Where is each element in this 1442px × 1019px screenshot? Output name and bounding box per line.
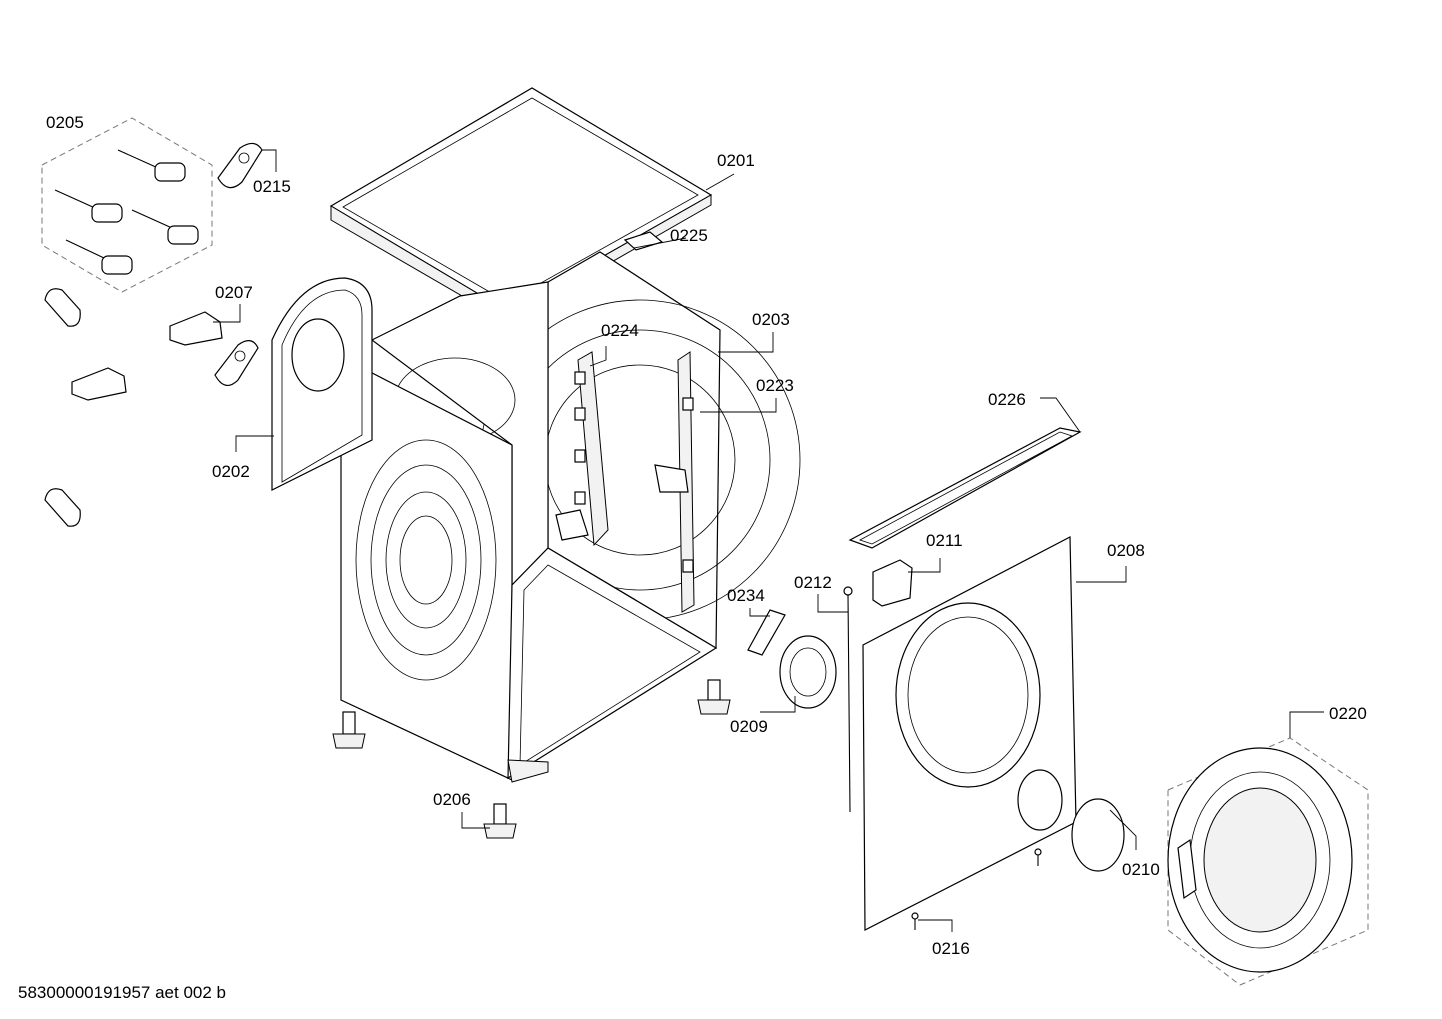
label-0209: 0209 <box>730 717 768 736</box>
part-0234-hinge-bracket <box>747 609 786 656</box>
part-0205-valve-kit <box>41 117 213 293</box>
part-0208-front-panel <box>862 536 1077 931</box>
part-0206-foot-bottom <box>483 803 517 839</box>
document-id: 58300000191957 aet 002 b <box>18 983 226 1002</box>
part-0207-bracket-2 <box>71 367 127 401</box>
label-0207: 0207 <box>215 283 253 302</box>
part-labels: 0201 0225 0203 0224 0223 0205 0215 0207 … <box>46 113 1367 958</box>
label-0206: 0206 <box>433 790 471 809</box>
part-0211-module <box>872 559 913 607</box>
part-0209-pump-housing <box>779 635 837 709</box>
part-0216-screw-2 <box>1034 848 1042 866</box>
label-0216: 0216 <box>932 939 970 958</box>
part-0210-service-cap <box>1071 798 1125 872</box>
part-0226-control-rail <box>848 427 1082 549</box>
valve-1 <box>117 149 186 182</box>
clip-cap-2 <box>44 488 81 527</box>
label-0215: 0215 <box>253 177 291 196</box>
label-0202: 0202 <box>212 462 250 481</box>
label-0208: 0208 <box>1107 541 1145 560</box>
label-0226: 0226 <box>988 390 1026 409</box>
part-0216-screw-1 <box>911 912 919 930</box>
part-0215-clip-2 <box>214 340 259 386</box>
label-0210: 0210 <box>1122 860 1160 879</box>
valve-4 <box>65 239 133 275</box>
valve-2 <box>54 189 123 223</box>
label-0205: 0205 <box>46 113 84 132</box>
label-0225: 0225 <box>670 226 708 245</box>
label-0224: 0224 <box>601 321 639 340</box>
part-0206-foot-right <box>697 679 731 715</box>
label-0211: 0211 <box>926 531 963 550</box>
part-0212-tie-rod <box>843 586 853 813</box>
part-0203-cabinet <box>340 251 801 783</box>
label-0201: 0201 <box>717 151 755 170</box>
label-0212: 0212 <box>794 573 832 592</box>
leader-lines <box>213 149 1324 932</box>
label-0220: 0220 <box>1329 704 1367 723</box>
part-0223-right-rail <box>654 351 695 613</box>
label-0203: 0203 <box>752 310 790 329</box>
part-0202-seal-frame <box>271 277 373 491</box>
part-0206-foot-left <box>332 711 366 749</box>
part-0220-door <box>1167 737 1369 986</box>
label-0234: 0234 <box>727 586 765 605</box>
part-0224-left-rail <box>555 351 609 547</box>
part-0207-bracket <box>169 311 223 346</box>
part-0225-bracket <box>623 231 664 251</box>
label-0223: 0223 <box>756 376 794 395</box>
clip-cap-1 <box>44 288 81 327</box>
valve-3 <box>131 209 199 245</box>
